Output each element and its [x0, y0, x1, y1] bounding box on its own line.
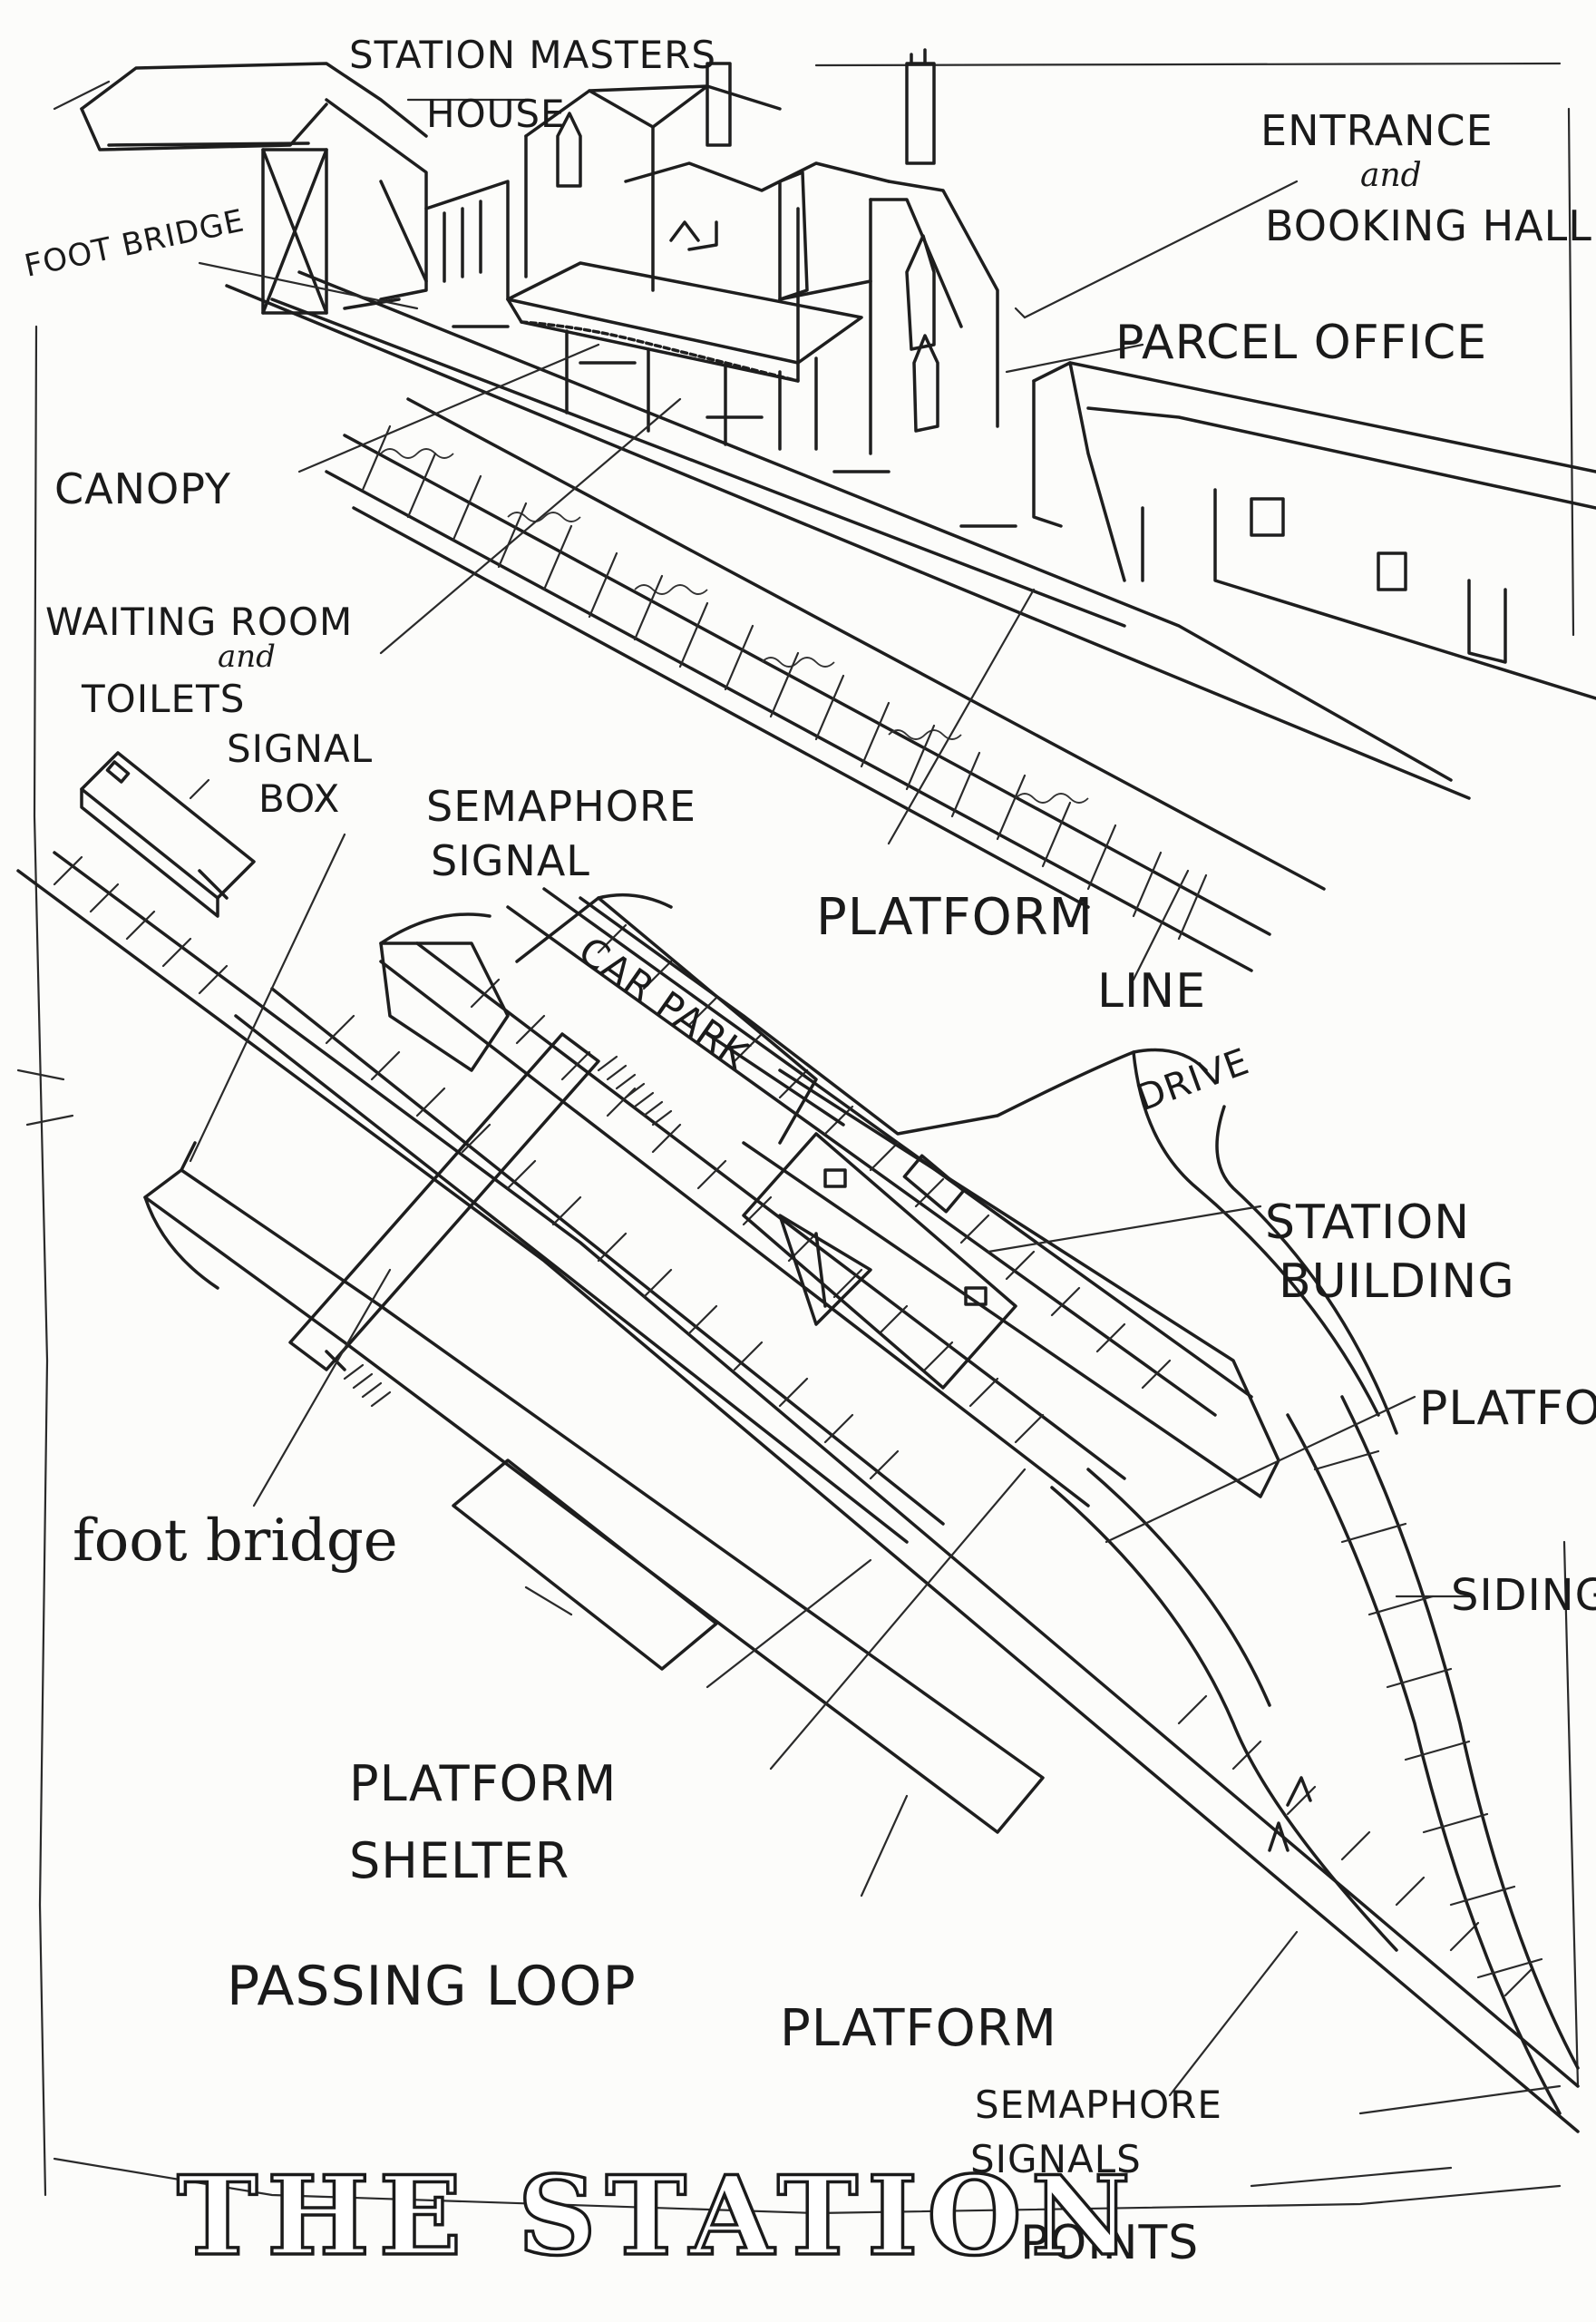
label-parcel-office: PARCEL OFFICE	[1115, 316, 1487, 370]
label-entrance-2: and	[1360, 157, 1422, 194]
label-platform-bottom: PLATFORM	[780, 1999, 1057, 2058]
passing-loop-curve-drawing	[1050, 1468, 1398, 1952]
label-line: LINE	[1097, 964, 1206, 1019]
label-siding: SIDING	[1451, 1570, 1596, 1621]
label-station-masters-1: STATION MASTERS	[349, 33, 716, 77]
label-semaphore-signal-2: SIGNAL	[431, 836, 590, 885]
canopy-drawing	[506, 261, 863, 451]
top-line-track-drawing	[325, 397, 1326, 972]
car-park-drawing	[515, 893, 1398, 1435]
station-building-drawing	[742, 1132, 1017, 1390]
leader-lines	[189, 98, 1562, 2188]
label-platform-top: PLATFORM	[816, 888, 1094, 947]
station-masters-house-drawing	[524, 48, 999, 455]
platform-shelter-drawing	[452, 1459, 718, 1671]
label-layer: STATION MASTERS HOUSE ENTRANCE and BOOKI…	[22, 33, 1596, 2282]
page-border	[16, 62, 1580, 2215]
sketch-title: THE STATION	[177, 2152, 1140, 2280]
label-platform-right: PLATFORM	[1419, 1381, 1596, 1436]
label-station-masters-2: HOUSE	[426, 92, 566, 136]
top-platform-drawing	[225, 270, 1471, 800]
label-points: POINTS	[1020, 2216, 1199, 2270]
parcel-office-drawing	[1032, 361, 1596, 700]
label-platform-shelter-1: PLATFORM	[349, 1755, 617, 1812]
label-waiting-room-3: TOILETS	[81, 677, 245, 721]
label-passing-loop: PASSING LOOP	[227, 1955, 637, 2018]
label-semaphore-signals-1: SEMAPHORE	[975, 2083, 1222, 2127]
lower-station-plan	[16, 851, 1580, 2133]
label-station-building-1: STATION	[1265, 1195, 1470, 1250]
semaphore-signals-drawing	[180, 1141, 1312, 1852]
label-waiting-room-1: WAITING ROOM	[45, 600, 353, 644]
siding-track-drawing	[1286, 1395, 1580, 2115]
label-entrance-1: ENTRANCE	[1260, 106, 1494, 155]
label-canopy: CANOPY	[54, 464, 231, 513]
label-platform-shelter-2: SHELTER	[349, 1832, 569, 1889]
label-semaphore-signals-2: SIGNALS	[970, 2137, 1142, 2181]
label-entrance-3: BOOKING HALL	[1265, 201, 1592, 250]
label-signal-box-2: BOX	[258, 776, 340, 821]
foot-bridge-lower-drawing	[288, 1032, 673, 1408]
label-station-building-2: BUILDING	[1279, 1254, 1515, 1309]
label-footbridge-top: FOOT BRIDGE	[22, 202, 248, 284]
main-tracks-drawing	[16, 851, 1580, 2133]
label-signal-box-1: SIGNAL	[227, 727, 373, 771]
label-semaphore-signal-1: SEMAPHORE	[426, 782, 696, 831]
label-waiting-room-2: and	[218, 639, 276, 675]
label-drive: DRIVE	[1132, 1040, 1255, 1119]
upper-station-view	[80, 48, 1596, 972]
label-car-park: CAR PARK	[570, 928, 757, 1078]
footbridge-top-drawing	[80, 62, 510, 315]
label-foot-bridge: foot bridge	[73, 1507, 398, 1575]
signal-box-drawing	[80, 751, 256, 918]
